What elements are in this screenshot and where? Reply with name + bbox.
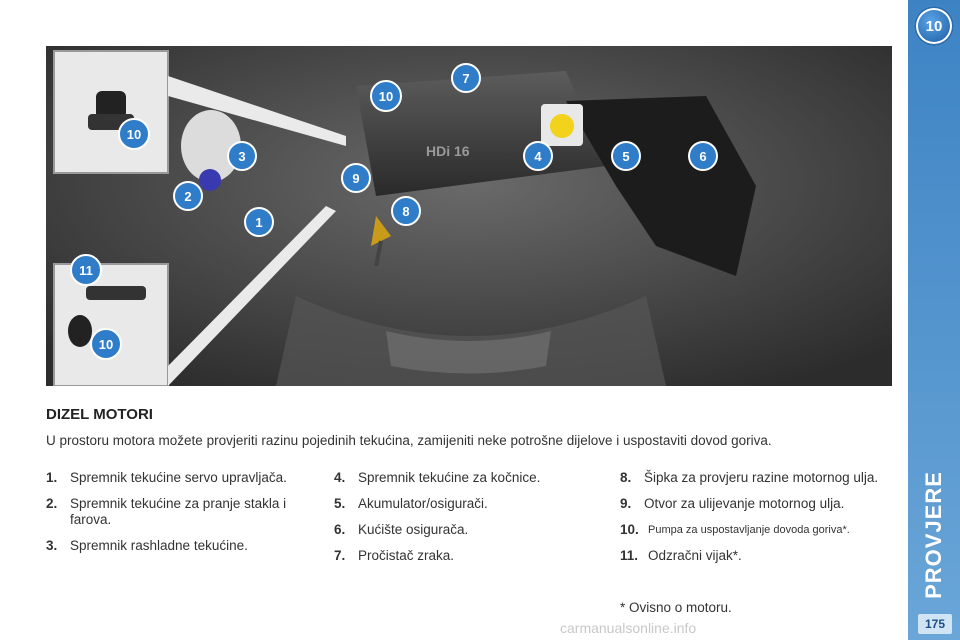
svg-text:9: 9 xyxy=(352,171,359,186)
svg-text:2: 2 xyxy=(184,189,191,204)
list-item: 2. Spremnik tekućine za pranje stakla i f… xyxy=(46,496,316,528)
section-title-vertical: PROVJERE xyxy=(916,470,952,600)
item-text: Spremnik tekućine za kočnice. xyxy=(358,470,541,485)
list-item: 3. Spremnik rashladne tekućine. xyxy=(46,538,316,554)
callout-8: 8 xyxy=(391,196,421,226)
svg-text:5: 5 xyxy=(622,149,629,164)
svg-text:3: 3 xyxy=(238,149,245,164)
item-number: 1. xyxy=(46,470,58,485)
item-number: 2. xyxy=(46,496,58,511)
callout-3: 3 xyxy=(227,141,257,171)
item-number: 4. xyxy=(334,470,346,485)
item-number: 7. xyxy=(334,548,346,563)
fuse-box-cover xyxy=(566,96,756,276)
chapter-number: 10 xyxy=(918,10,950,42)
item-number: 10. xyxy=(620,522,639,537)
item-number: 5. xyxy=(334,496,346,511)
item-text: Spremnik tekućine za pranje stakla i far… xyxy=(70,496,287,527)
item-number: 3. xyxy=(46,538,58,553)
callout-11: 11 xyxy=(70,254,102,286)
item-text: Pumpa za uspostavljanje dovoda goriva*. xyxy=(648,524,850,536)
chapter-sidebar xyxy=(908,0,960,640)
item-number: 11. xyxy=(620,548,639,563)
engine-bay-illustration: HDi 16 1 2 3 4 5 6 7 8 9 10 10 11 10 xyxy=(46,46,892,386)
coolant-reservoir xyxy=(181,110,241,182)
item-text: Pročistač zraka. xyxy=(358,548,455,563)
svg-text:4: 4 xyxy=(534,149,542,164)
callout-10-inset-bottom: 10 xyxy=(90,328,122,360)
callout-10-main: 10 xyxy=(370,80,402,112)
engine-bay-photo: HDi 16 1 2 3 4 5 6 7 8 9 10 10 11 10 xyxy=(46,46,892,386)
item-list-col1: 1. Spremnik tekućine servo upravljača. 2.… xyxy=(46,470,316,564)
item-number: 8. xyxy=(620,470,632,485)
callout-2: 2 xyxy=(173,181,203,211)
callout-9: 9 xyxy=(341,163,371,193)
svg-text:10: 10 xyxy=(379,89,393,104)
page-number: 175 xyxy=(918,614,952,634)
list-item: 4. Spremnik tekućine za kočnice. xyxy=(334,470,594,486)
svg-text:7: 7 xyxy=(462,71,469,86)
list-item: 8. Šipka za provjeru razine motornog ulja… xyxy=(620,470,892,486)
list-item: 1. Spremnik tekućine servo upravljača. xyxy=(46,470,316,486)
item-list-col2: 4. Spremnik tekućine za kočnice. 5. Akumul… xyxy=(334,470,594,574)
svg-text:11: 11 xyxy=(79,263,93,278)
item-text: Kućište osigurača. xyxy=(358,522,469,537)
svg-text:6: 6 xyxy=(699,149,706,164)
callout-6: 6 xyxy=(688,141,718,171)
item-text: Akumulator/osigurači. xyxy=(358,496,488,511)
svg-text:10: 10 xyxy=(99,337,113,352)
svg-text:8: 8 xyxy=(402,204,409,219)
chapter-badge: 10 xyxy=(914,6,954,46)
engine-label: HDi 16 xyxy=(426,143,470,159)
item-text: Spremnik rashladne tekućine. xyxy=(70,538,248,553)
callout-4: 4 xyxy=(523,141,553,171)
callout-10-inset-top: 10 xyxy=(118,118,150,150)
svg-text:10: 10 xyxy=(127,127,141,142)
watermark: carmanualsonline.info xyxy=(560,620,697,636)
item-text: Odzračni vijak*. xyxy=(648,548,742,563)
item-list-col3: 8. Šipka za provjeru razine motornog ulja… xyxy=(620,470,892,574)
item-text: Šipka za provjeru razine motornog ulja. xyxy=(644,470,879,485)
callout-1: 1 xyxy=(244,207,274,237)
item-text: Spremnik tekućine servo upravljača. xyxy=(70,470,287,485)
intro-paragraph: U prostoru motora možete provjeriti razi… xyxy=(46,433,772,448)
footnote: * Ovisno o motoru. xyxy=(620,600,732,615)
callout-7: 7 xyxy=(451,63,481,93)
list-item: 11. Odzračni vijak*. xyxy=(620,548,892,564)
list-item: 7. Pročistač zraka. xyxy=(334,548,594,564)
list-item: 6. Kućište osigurača. xyxy=(334,522,594,538)
list-item: 9. Otvor za ulijevanje motornog ulja. xyxy=(620,496,892,512)
item-number: 6. xyxy=(334,522,346,537)
list-item: 10. Pumpa za uspostavljanje dovoda goriva… xyxy=(620,522,892,538)
item-text: Otvor za ulijevanje motornog ulja. xyxy=(644,496,845,511)
svg-text:1: 1 xyxy=(255,215,262,230)
item-number: 9. xyxy=(620,496,632,511)
callout-5: 5 xyxy=(611,141,641,171)
section-title: PROVJERE xyxy=(921,471,947,599)
list-item: 5. Akumulator/osigurači. xyxy=(334,496,594,512)
section-heading: DIZEL MOTORI xyxy=(46,406,153,423)
